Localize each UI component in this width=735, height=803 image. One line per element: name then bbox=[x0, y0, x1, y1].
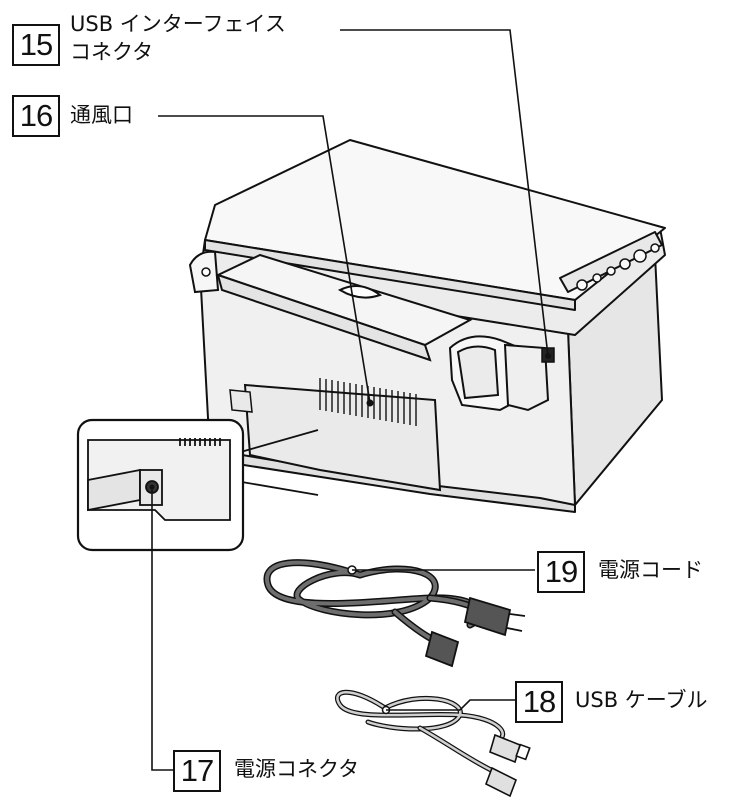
control-buttons bbox=[576, 243, 660, 291]
callout-19-label: 電源コード bbox=[598, 558, 703, 582]
right-rear-blocks bbox=[448, 335, 550, 412]
callout-17-label: 電源コネクタ bbox=[234, 757, 360, 781]
callout-15-number: 15 bbox=[12, 24, 60, 66]
left-foot bbox=[229, 389, 253, 413]
callout-16-label: 通風口 bbox=[70, 103, 133, 127]
callout-18-number: 18 bbox=[515, 681, 563, 723]
leader-dots bbox=[149, 353, 551, 490]
power-cord bbox=[263, 559, 489, 649]
left-indicator bbox=[201, 267, 211, 277]
callout-16-number: 16 bbox=[12, 95, 60, 137]
callout-15-line2: コネクタ bbox=[70, 40, 154, 64]
callout-17-number: 17 bbox=[173, 750, 221, 792]
leader-lines bbox=[151, 29, 549, 771]
callout-18-label: USB ケーブル bbox=[575, 688, 708, 712]
callout-15-line1: USB インターフェイス bbox=[70, 12, 286, 36]
usb-plugs bbox=[484, 733, 531, 798]
inset-detail bbox=[87, 438, 231, 521]
vent-slots bbox=[319, 378, 417, 426]
callout-19-number: 19 bbox=[537, 551, 585, 593]
power-plug bbox=[424, 596, 526, 668]
rear-cover bbox=[243, 383, 442, 492]
inset-pointer-lines bbox=[229, 429, 319, 496]
usb-cable bbox=[335, 689, 506, 775]
